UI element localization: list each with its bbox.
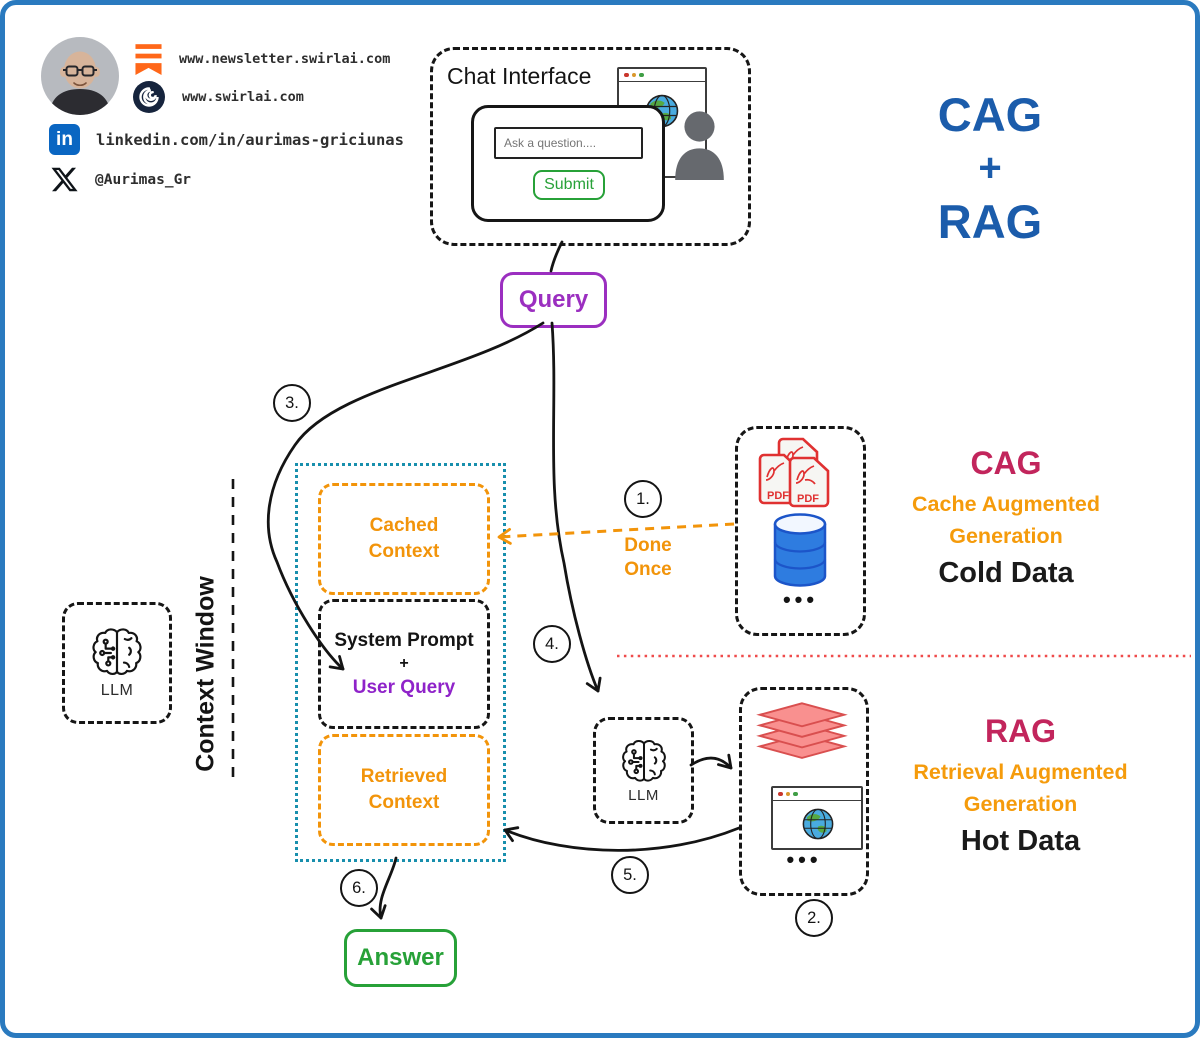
llm-mid-label: LLM [628, 786, 659, 804]
rag-to-retrieved-arrow [503, 826, 741, 852]
pdf-file-icon: PDF [757, 452, 801, 506]
context-to-answer-arrow [370, 856, 398, 920]
chat-to-query-line [549, 240, 564, 273]
chat-interface-box [430, 47, 751, 246]
newsletter-link-row[interactable]: www.newsletter.swirlai.com [134, 43, 390, 75]
done-once-label: Done Once [600, 535, 696, 581]
user-query-line: User Query [352, 676, 456, 698]
rag-source-box: ••• [739, 687, 869, 896]
browser-titlebar [619, 69, 705, 82]
llm-mid-box: LLM [593, 717, 694, 824]
cag-heading: CAG [970, 445, 1042, 481]
cag-sub1: Cache Augmented [912, 492, 1100, 516]
database-icon [772, 512, 828, 590]
cag-source-box: PDF PDF PDF ••• [735, 426, 866, 636]
context-window-axis-label: Context Window [191, 576, 220, 772]
retrieved-context-box: Retrieved Context [318, 734, 490, 846]
x-link-row[interactable]: @Aurimas_Gr [50, 165, 191, 194]
step-3-badge: 3. [273, 384, 311, 422]
rag-sub1: Retrieval Augmented [913, 760, 1128, 784]
llm-left-box: LLM [62, 602, 172, 724]
web-source-icon [771, 786, 863, 850]
rag-ellipsis: ••• [786, 847, 822, 872]
browser-titlebar [773, 788, 861, 801]
main-title: CAG + RAG [885, 89, 1095, 249]
rag-description: RAG Retrieval Augmented Generation Hot D… [878, 713, 1163, 858]
step-5-badge: 5. [611, 856, 649, 894]
pdf-file-icon: PDF [787, 455, 831, 509]
rag-heading: RAG [984, 713, 1057, 749]
rag-sub2: Generation [963, 792, 1078, 817]
system-prompt-line: System Prompt [334, 629, 474, 651]
cold-data-label: Cold Data [938, 556, 1074, 589]
title-cag: CAG [937, 88, 1043, 141]
chat-interface-title: Chat Interface [447, 63, 592, 89]
pdf-label: PDF [797, 493, 819, 505]
cag-ellipsis: ••• [782, 587, 819, 612]
linkedin-link[interactable]: linkedin.com/in/aurimas-griciunas [96, 130, 404, 149]
system-prompt-box: System Prompt + User Query [318, 599, 490, 729]
cag-sub2: Generation [949, 524, 1063, 549]
x-handle-link[interactable]: @Aurimas_Gr [95, 171, 192, 188]
cached-context-box: Cached Context [318, 483, 490, 595]
avatar [41, 37, 119, 115]
cached-context-line2: Context [368, 541, 440, 562]
retrieved-context-line1: Retrieved [360, 766, 448, 788]
done-line: Done [624, 535, 672, 556]
website-link[interactable]: www.swirlai.com [182, 89, 304, 105]
globe-icon [801, 807, 835, 841]
brain-icon [619, 738, 669, 786]
title-rag: RAG [937, 194, 1043, 248]
substack-icon [134, 43, 163, 75]
step-1-badge: 1. [624, 480, 662, 518]
llm-to-rag-arrow [689, 753, 733, 770]
layers-stack-icon [756, 702, 848, 764]
linkedin-link-row[interactable]: in linkedin.com/in/aurimas-griciunas [49, 124, 404, 155]
hot-data-label: Hot Data [960, 824, 1081, 857]
once-line: Once [624, 559, 672, 580]
llm-left-label: LLM [100, 682, 134, 699]
cached-context-line1: Cached [369, 515, 439, 537]
x-icon [50, 165, 79, 194]
answer-node: Answer [344, 929, 457, 987]
step-4-badge: 4. [533, 625, 571, 663]
retrieved-context-line2: Context [368, 792, 440, 813]
title-plus: + [978, 145, 1002, 190]
newsletter-link[interactable]: www.newsletter.swirlai.com [179, 51, 391, 67]
swirl-icon [132, 80, 166, 114]
question-input[interactable] [494, 127, 643, 159]
linkedin-icon: in [49, 124, 80, 155]
cag-description: CAG Cache Augmented Generation Cold Data [875, 445, 1137, 590]
user-person-icon [672, 108, 727, 180]
query-node: Query [500, 272, 607, 328]
step-2-badge: 2. [795, 899, 833, 937]
pdf-label: PDF [767, 490, 789, 502]
website-link-row[interactable]: www.swirlai.com [132, 80, 304, 114]
submit-button[interactable]: Submit [533, 170, 605, 200]
chat-panel: Submit [471, 105, 665, 222]
brain-icon [89, 626, 145, 680]
step-6-badge: 6. [340, 869, 378, 907]
plus-sign: + [399, 655, 409, 673]
